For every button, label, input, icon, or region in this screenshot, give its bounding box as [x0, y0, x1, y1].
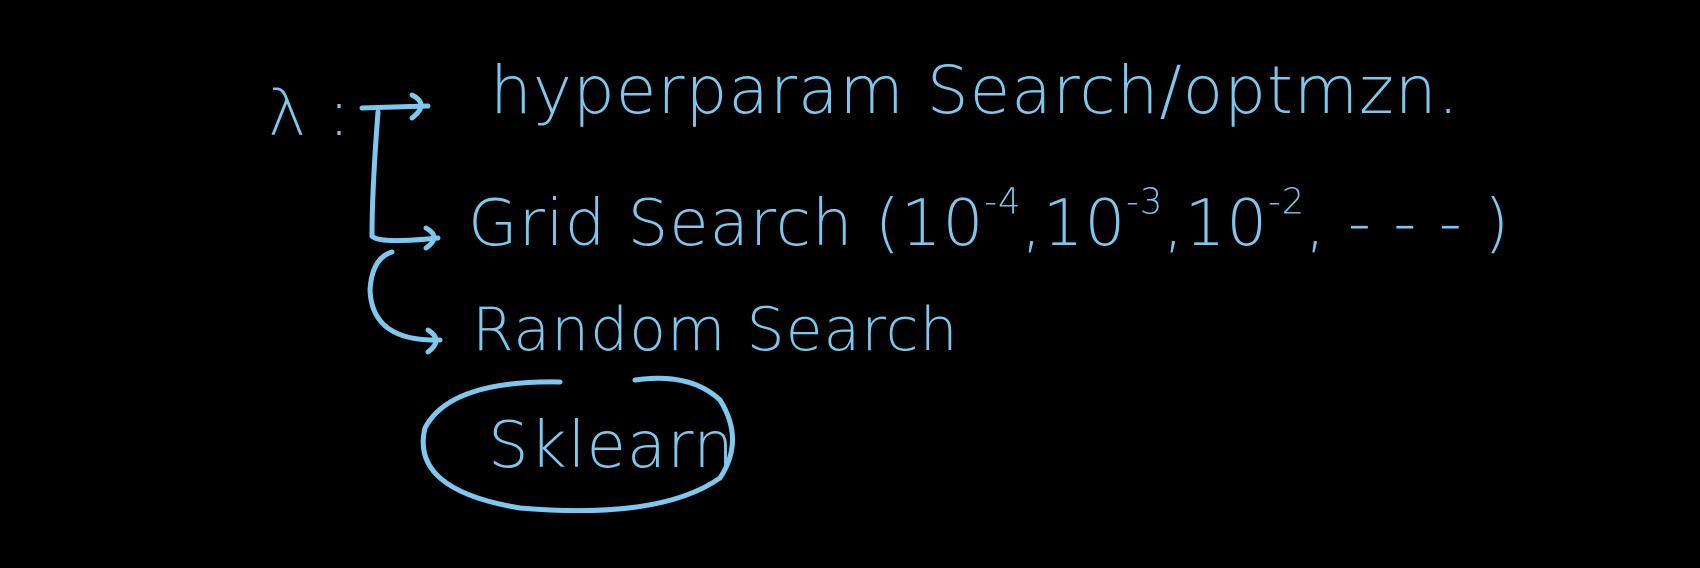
- sklearn-text: Sklearn: [488, 409, 735, 483]
- grid-paren-close: , - - - ): [1305, 187, 1511, 261]
- arrow-to-hyperparam: [359, 103, 431, 111]
- grid-value-base: 10: [900, 187, 985, 261]
- grid-value-exponent: -3: [1126, 181, 1164, 223]
- arrowhead-random-search: [425, 327, 439, 355]
- arrowhead-grid-search: [423, 225, 437, 251]
- hyperparam-search-text: hyperparam Search/optmzn.: [490, 52, 1460, 129]
- arrowhead-hyperparam: [409, 92, 424, 121]
- random-search-text: Random Search: [472, 295, 959, 365]
- grid-paren-open: (: [874, 187, 901, 261]
- grid-value: 10-4: [900, 184, 1022, 261]
- arrow-to-grid-search: [369, 109, 441, 244]
- arrow-to-random-search: [367, 249, 443, 343]
- lambda-symbol: λ :: [268, 77, 351, 151]
- grid-value: 10-2: [1184, 184, 1306, 261]
- grid-value-exponent: -4: [984, 181, 1022, 223]
- grid-value: 10-3: [1042, 184, 1164, 261]
- grid-value-exponent: -2: [1268, 181, 1306, 223]
- grid-search-text: Grid Search: [468, 187, 854, 261]
- grid-value-base: 10: [1184, 187, 1269, 261]
- sklearn-circle: [420, 375, 735, 514]
- grid-search-line: Grid Search (10-4,10-3,10-2, - - - ): [468, 181, 1511, 261]
- grid-value-base: 10: [1042, 187, 1127, 261]
